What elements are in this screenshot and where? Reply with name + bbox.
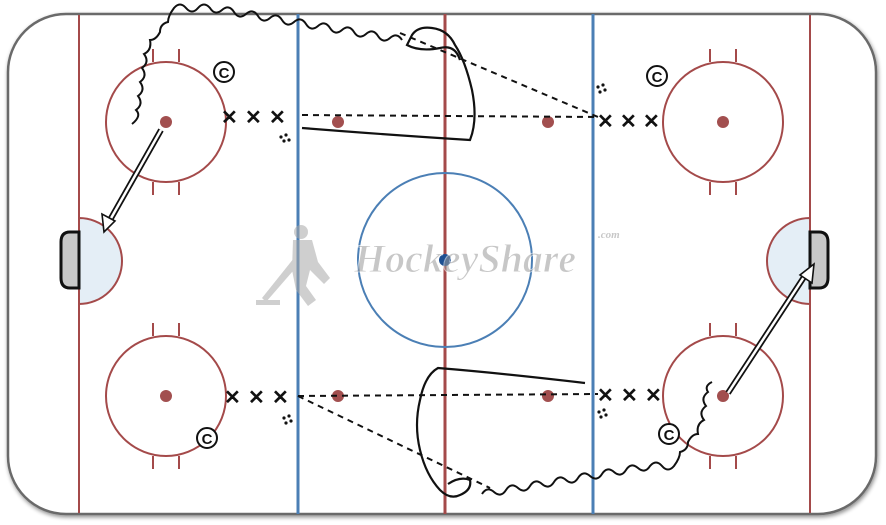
goal-net-right bbox=[808, 230, 830, 290]
faceoff-circle-top-left bbox=[105, 49, 227, 195]
neutral-dot-top-right bbox=[542, 116, 554, 128]
pass-line-bottom-diagonal bbox=[297, 395, 491, 489]
player-group-bottom-right: ✕ ✕ ✕ bbox=[597, 385, 662, 407]
faceoff-circle-bottom-left bbox=[105, 323, 227, 469]
faceoff-dot-bottom-left bbox=[160, 390, 172, 402]
player-marker: ✕ bbox=[621, 385, 638, 407]
coach-label: C bbox=[664, 427, 675, 444]
stickhandle-path-bottom bbox=[481, 381, 713, 496]
coach-top-right: C bbox=[646, 65, 668, 87]
faceoff-dot-top-left bbox=[160, 116, 172, 128]
player-group-top-right: ✕ ✕ ✕ bbox=[597, 111, 660, 133]
player-marker: ✕ bbox=[272, 387, 289, 409]
player-marker: ✕ bbox=[645, 385, 662, 407]
coach-label: C bbox=[202, 431, 213, 448]
shot-arrow-top-left bbox=[101, 128, 164, 234]
goal-crease-left bbox=[78, 216, 123, 306]
coach-label: C bbox=[652, 69, 663, 86]
stickhandle-path-top bbox=[131, 3, 403, 125]
skate-path-bottom-loop bbox=[415, 366, 586, 498]
coach-bottom-left: C bbox=[196, 427, 218, 449]
player-marker: ✕ bbox=[245, 107, 262, 129]
center-faceoff-dot bbox=[439, 254, 451, 266]
player-group-bottom-left: ✕ ✕ ✕ bbox=[224, 387, 289, 409]
center-faceoff-circle bbox=[357, 172, 533, 348]
player-marker: ✕ bbox=[620, 111, 637, 133]
player-marker: ✕ bbox=[597, 385, 614, 407]
watermark-brand: HockeyShare bbox=[353, 236, 576, 281]
player-marker: ✕ bbox=[269, 107, 286, 129]
pass-line-top-diagonal bbox=[399, 32, 599, 118]
faceoff-circle-bottom-right bbox=[662, 323, 784, 469]
player-marker: ✕ bbox=[221, 107, 238, 129]
player-marker: ✕ bbox=[224, 387, 241, 409]
coach-bottom-right: C bbox=[658, 423, 680, 445]
faceoff-dot-top-right bbox=[717, 116, 729, 128]
neutral-dot-bottom-left bbox=[332, 390, 344, 402]
player-marker: ✕ bbox=[248, 387, 265, 409]
neutral-dot-bottom-right bbox=[542, 390, 554, 402]
coach-top-left: C bbox=[213, 61, 235, 83]
coach-label: C bbox=[219, 65, 230, 82]
watermark: HockeyShare .com bbox=[256, 225, 620, 306]
faceoff-dot-bottom-right bbox=[717, 390, 729, 402]
puck-pile-bottom-right bbox=[597, 408, 608, 419]
faceoff-circle-top-right bbox=[662, 49, 784, 195]
neutral-dot-top-left bbox=[332, 116, 344, 128]
player-marker: ✕ bbox=[597, 111, 614, 133]
skate-path-top-loop bbox=[301, 26, 476, 142]
puck-pile-top-right bbox=[596, 83, 607, 94]
puck-pile-top-left bbox=[279, 133, 291, 143]
pass-line-top-straight bbox=[301, 114, 599, 118]
shot-arrow-bottom-right bbox=[725, 262, 815, 395]
goal-net-left bbox=[59, 230, 81, 290]
player-group-top-left: ✕ ✕ ✕ bbox=[221, 107, 286, 129]
puck-pile-bottom-left bbox=[282, 414, 293, 425]
player-marker: ✕ bbox=[643, 111, 660, 133]
skater-silhouette-icon bbox=[256, 225, 330, 306]
watermark-suffix: .com bbox=[598, 229, 620, 241]
